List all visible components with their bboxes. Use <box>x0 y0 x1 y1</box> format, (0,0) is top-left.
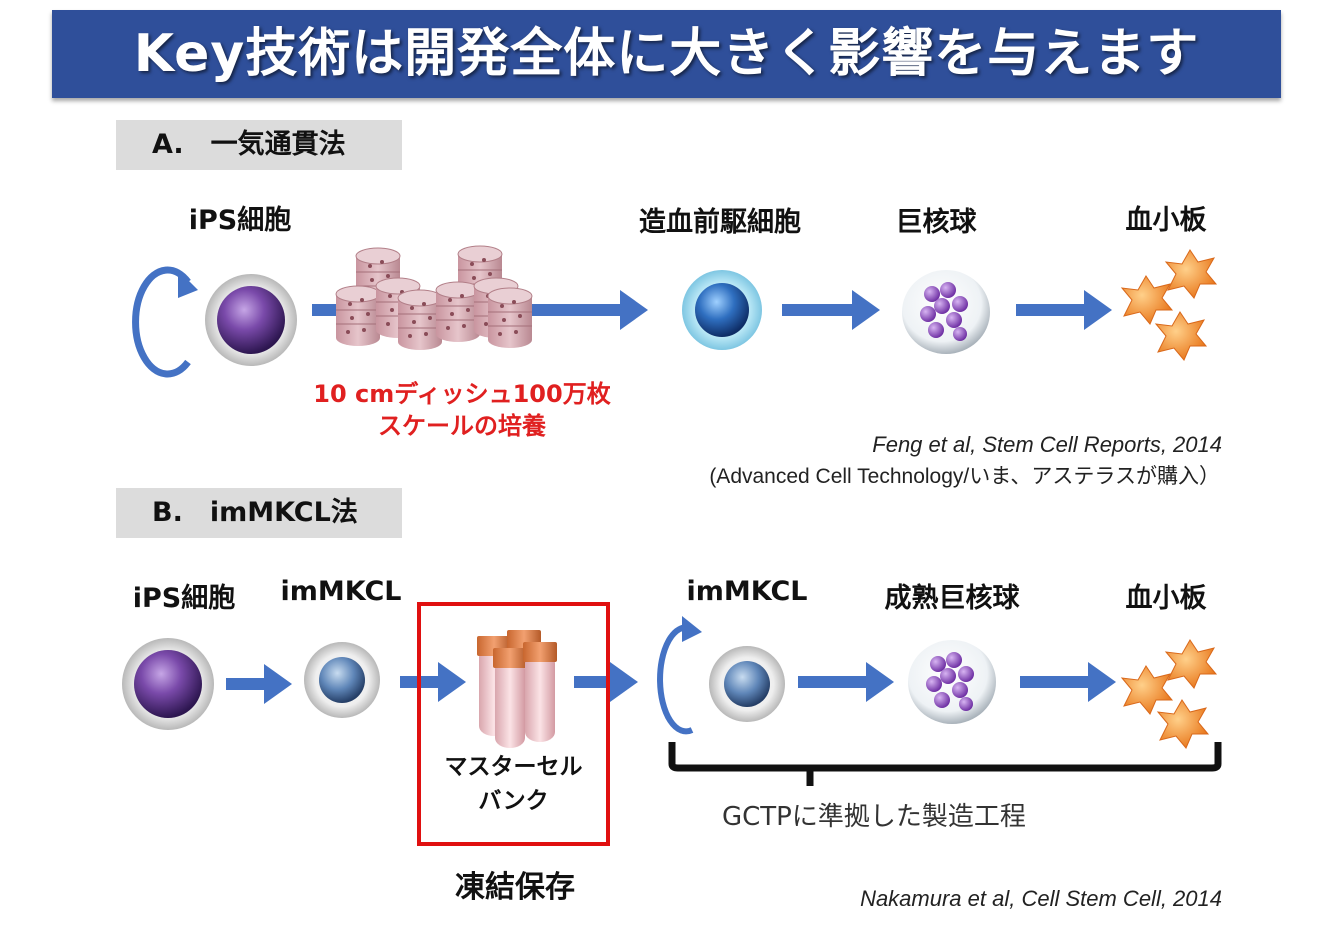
acquisition-note: (Advanced Cell Technology/いま、アステラスが購入） <box>709 465 1220 488</box>
arrow-b-3 <box>574 676 612 688</box>
frozen-storage-label: 凍結保存 <box>455 870 575 905</box>
arrow-a-3 <box>1016 304 1086 316</box>
section-b-label: B. imMKCL法 <box>152 497 358 528</box>
label-mature-megakaryocyte: 成熟巨核球 <box>884 583 1020 614</box>
citation-a: Feng et al, Stem Cell Reports, 2014 <box>872 432 1222 457</box>
label-ips-b: iPS細胞 <box>132 583 236 614</box>
label-immkcl-b1: imMKCL <box>280 576 402 607</box>
label-platelet-b: 血小板 <box>1125 583 1207 614</box>
label-platelet-a: 血小板 <box>1125 205 1207 236</box>
self-renewal-loop-b <box>657 624 694 735</box>
megakaryocyte-a <box>902 270 990 354</box>
arrow-b-4 <box>798 676 868 688</box>
platelets-b <box>1121 639 1217 749</box>
label-immkcl-b2: imMKCL <box>686 576 808 607</box>
ips-cell-b <box>122 638 214 730</box>
label-ips-a: iPS細胞 <box>188 205 292 236</box>
culture-dishes <box>335 245 533 351</box>
citation-b: Nakamura et al, Cell Stem Cell, 2014 <box>860 886 1222 911</box>
culture-scale-line1: 10 cmディッシュ100万枚 <box>313 380 611 408</box>
master-cell-bank-line2: バンク <box>478 788 549 814</box>
culture-scale-line2: スケールの培養 <box>378 412 546 440</box>
master-cell-bank-label: マスターセル バンク <box>421 750 606 818</box>
arrow-b-5 <box>1020 676 1090 688</box>
title-banner: Key技術は開発全体に大きく影響を与えます <box>52 10 1281 98</box>
platelets-a <box>1121 249 1217 361</box>
ips-cell-a <box>205 274 297 366</box>
page-title: Key技術は開発全体に大きく影響を与えます <box>133 24 1200 84</box>
mature-megakaryocyte-b <box>908 640 996 724</box>
master-cell-bank-highlight <box>417 602 610 846</box>
gctp-bracket <box>668 742 1222 772</box>
immkcl-cell-b1 <box>304 642 380 718</box>
arrow-b-1 <box>226 678 266 690</box>
immkcl-cell-b2 <box>709 646 785 722</box>
master-cell-bank-line1: マスターセル <box>444 754 583 780</box>
label-megakaryocyte: 巨核球 <box>895 207 977 238</box>
section-a-label: A. 一気通貫法 <box>152 129 346 160</box>
arrow-a-2 <box>782 304 854 316</box>
gctp-process-label: GCTPに準拠した製造工程 <box>722 802 1026 832</box>
section-b-header: B. imMKCL法 <box>116 488 402 538</box>
self-renewal-loop-a <box>132 266 191 378</box>
progenitor-cell-a <box>682 270 762 350</box>
label-progenitor: 造血前駆細胞 <box>639 207 801 238</box>
section-a-header: A. 一気通貫法 <box>116 120 402 170</box>
